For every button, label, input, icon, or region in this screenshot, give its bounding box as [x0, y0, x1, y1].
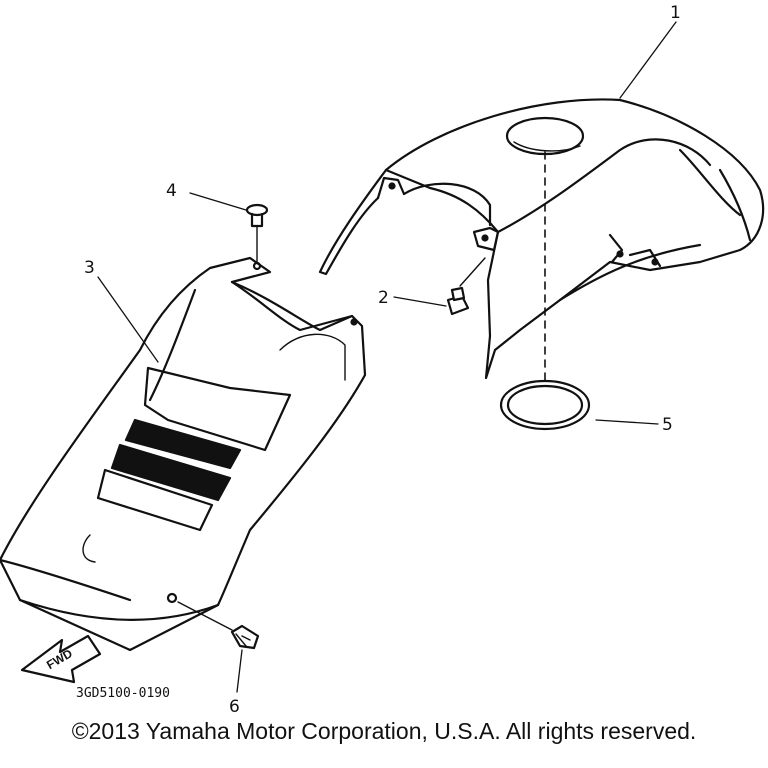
callout-5: 5 [662, 415, 673, 435]
callout-1: 1 [670, 3, 681, 23]
leader-lines [97, 21, 677, 693]
part-4-screw [245, 203, 269, 263]
callout-4: 4 [166, 181, 177, 201]
part-6-bolt [177, 601, 260, 650]
fwd-arrow-icon [20, 634, 102, 684]
copyright-notice: ©2013 Yamaha Motor Corporation, U.S.A. A… [71, 718, 697, 744]
part-2-nut [446, 257, 486, 316]
part-1-rear-cover [318, 98, 765, 380]
part-5-ring [499, 379, 591, 431]
part-3-seat-cowl [0, 256, 367, 652]
callout-2: 2 [378, 288, 389, 308]
callout-3: 3 [84, 258, 95, 278]
callout-6: 6 [229, 697, 240, 717]
part-code: 3GD5100-0190 [76, 686, 170, 701]
